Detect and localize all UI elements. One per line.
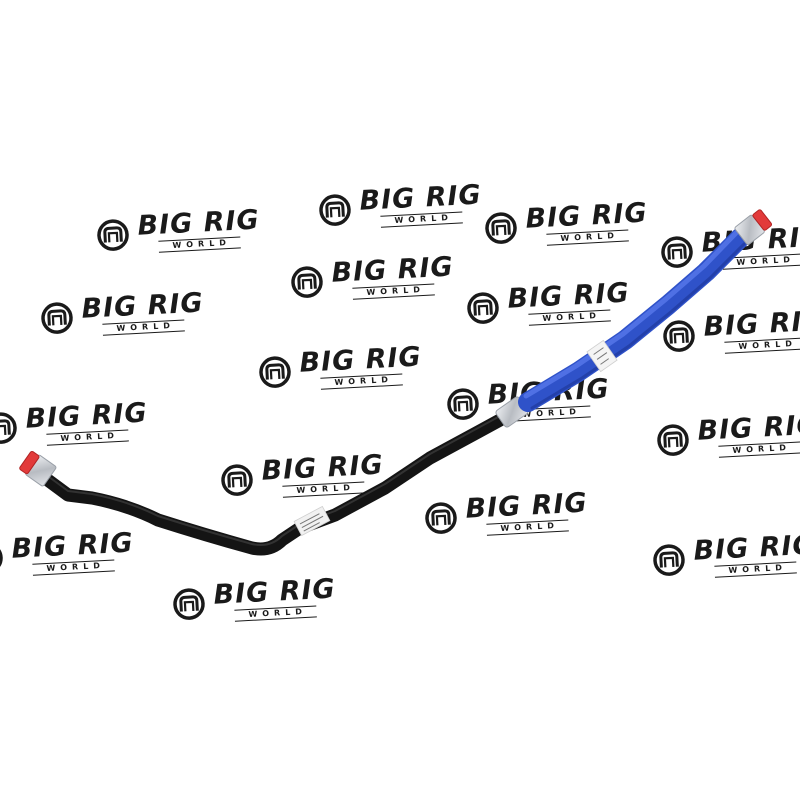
truck-logo-icon [221, 463, 253, 496]
left-end-fitting [19, 450, 57, 487]
truck-logo-icon [467, 291, 499, 324]
truck-logo-icon [291, 265, 323, 298]
truck-logo-icon [485, 211, 517, 244]
truck-logo-icon [425, 501, 457, 534]
tube-label-band [293, 505, 331, 537]
truck-logo-icon [0, 411, 17, 444]
blue-hose [518, 228, 750, 412]
truck-logo-icon [97, 218, 129, 251]
truck-logo-icon [259, 355, 291, 388]
hose-label-band [586, 339, 618, 373]
truck-logo-icon [663, 319, 695, 352]
truck-logo-icon [319, 193, 351, 226]
truck-logo-icon [0, 541, 3, 574]
truck-logo-icon [173, 587, 205, 620]
truck-logo-icon [657, 423, 689, 456]
truck-logo-icon [41, 301, 73, 334]
black-tube [38, 413, 507, 556]
truck-logo-icon [661, 235, 693, 268]
truck-logo-icon [653, 543, 685, 576]
right-end-fitting [734, 209, 773, 245]
truck-logo-icon [447, 387, 479, 420]
